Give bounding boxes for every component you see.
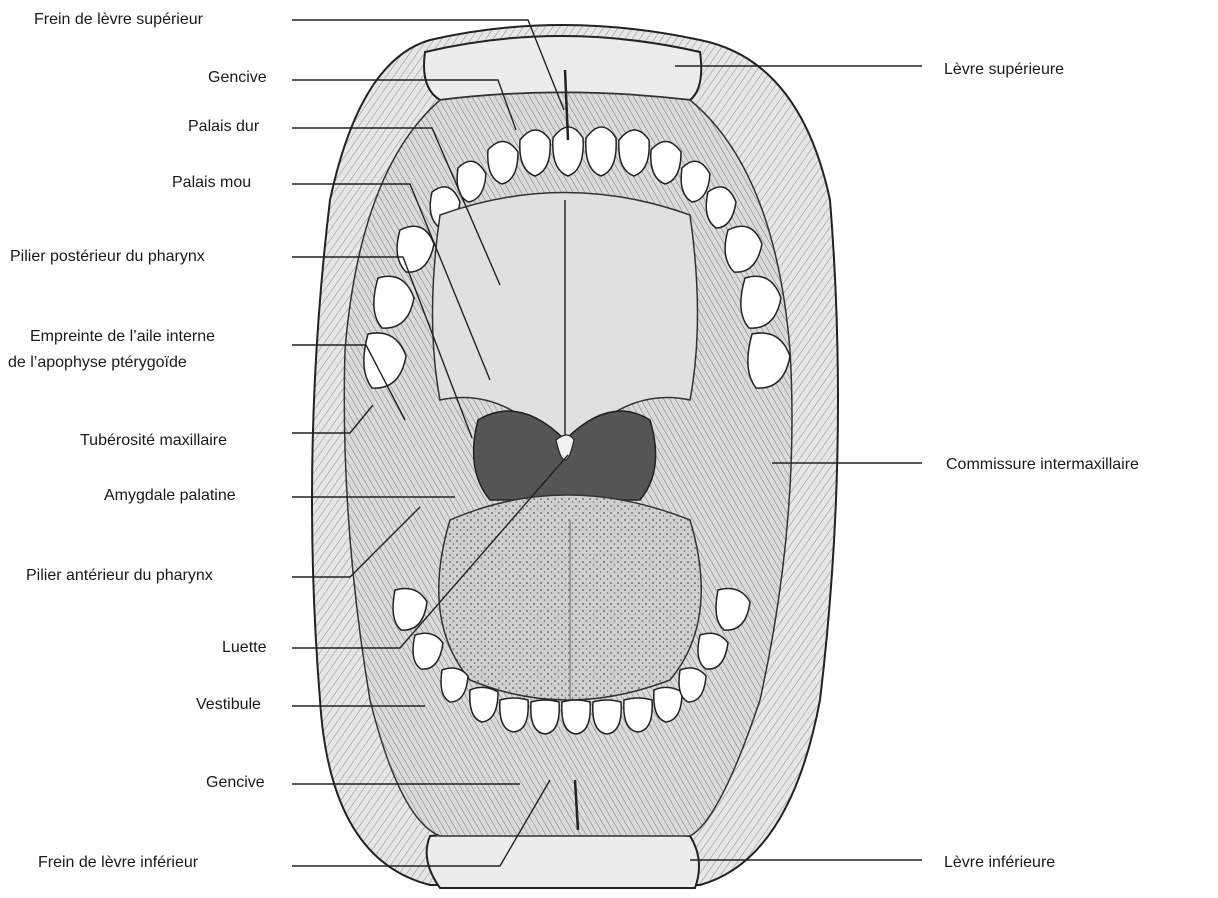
label-empreinte-line1: Empreinte de l’aile interne [30, 327, 215, 347]
label-levre-inferieure: Lèvre inférieure [944, 853, 1055, 873]
upper-lip [424, 36, 701, 100]
label-pilier-posterieur: Pilier postérieur du pharynx [10, 247, 205, 267]
label-empreinte-line2: de l’apophyse ptérygoïde [8, 353, 187, 373]
lower-lip [427, 831, 699, 888]
label-tuberosite: Tubérosité maxillaire [80, 431, 227, 451]
label-frein-inferieur: Frein de lèvre inférieur [38, 853, 198, 873]
label-vestibule: Vestibule [196, 695, 261, 715]
label-gencive-haut: Gencive [208, 68, 267, 88]
label-amygdale: Amygdale palatine [104, 486, 236, 506]
label-frein-superieur: Frein de lèvre supérieur [34, 10, 203, 30]
label-palais-mou: Palais mou [172, 173, 251, 193]
label-gencive-bas: Gencive [206, 773, 265, 793]
label-pilier-anterieur: Pilier antérieur du pharynx [26, 566, 213, 586]
label-levre-superieure: Lèvre supérieure [944, 60, 1064, 80]
label-palais-dur: Palais dur [188, 117, 259, 137]
label-commissure: Commissure intermaxillaire [946, 455, 1139, 475]
label-luette: Luette [222, 638, 266, 658]
